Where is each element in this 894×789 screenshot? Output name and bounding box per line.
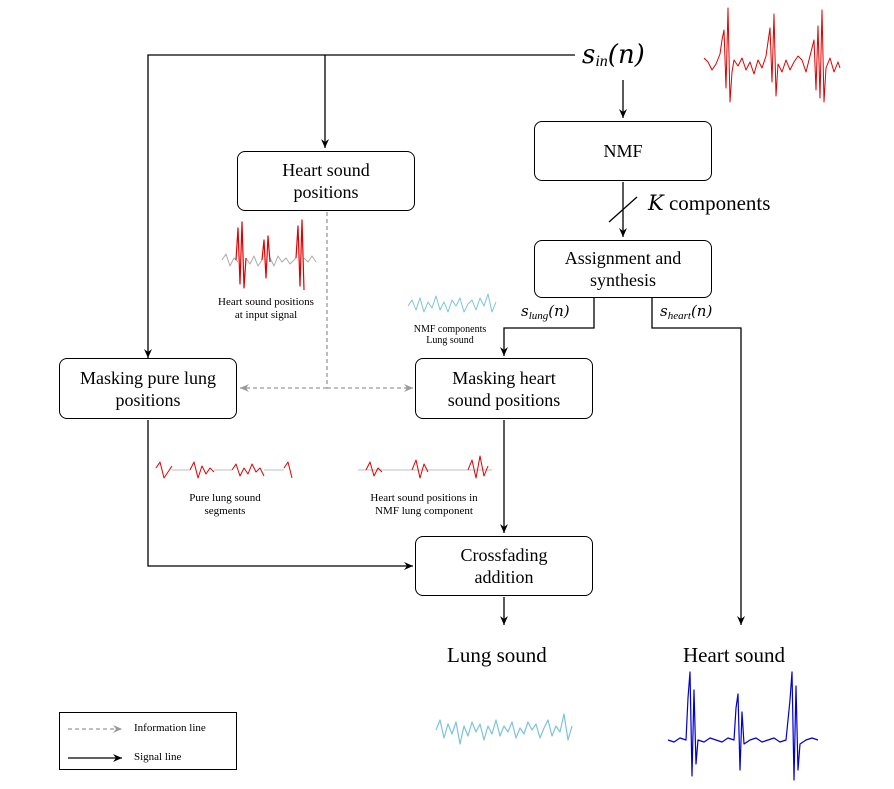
- heart-sound-output-waveform: [667, 671, 819, 781]
- s-heart-line: [651, 298, 745, 625]
- heart-at-input-waveform: [221, 219, 317, 291]
- legend: [59, 712, 237, 770]
- nmf-lung-component-waveform: [407, 293, 497, 313]
- crossfade-line-2: addition: [474, 567, 534, 587]
- input-signal-waveform: [703, 7, 841, 103]
- heart-sound-output-label: Heart sound: [683, 643, 786, 667]
- input-signal-label: sin(n): [582, 40, 645, 70]
- assignment-line-1: Assignment and: [564, 248, 682, 268]
- crossfade-line-1: Crossfading: [460, 545, 548, 565]
- mask-heart-line-2: sound positions: [447, 389, 561, 410]
- mask-heart-line-1: Masking heart: [452, 367, 556, 388]
- heart-positions-line-2: positions: [293, 182, 359, 202]
- nmf-box: NMF: [534, 121, 712, 181]
- s-lung-line: [500, 298, 595, 356]
- assignment-line-2: synthesis: [589, 270, 656, 290]
- mask-lung-line-1: Masking pure lung: [80, 367, 216, 388]
- k-slash: [608, 196, 638, 223]
- pure-lung-segments-waveform: [155, 461, 293, 479]
- heart-in-nmf-waveform: [358, 455, 492, 479]
- k-components-label: K components: [648, 191, 771, 215]
- s-lung-label: slung(n): [521, 302, 570, 322]
- lung-sound-output-label: Lung sound: [447, 643, 547, 667]
- s-heart-label: sheart(n): [660, 302, 713, 322]
- mask-lung-to-crossfade-line: [147, 420, 413, 570]
- mask-lung-line-2: positions: [115, 389, 181, 410]
- heart-positions-line-1: Heart sound: [282, 160, 370, 180]
- legend-signal-label: Signal line: [134, 751, 182, 763]
- lung-sound-output-waveform: [435, 713, 573, 745]
- input-to-left-line: [144, 54, 575, 358]
- legend-info-label: Information line: [134, 722, 206, 734]
